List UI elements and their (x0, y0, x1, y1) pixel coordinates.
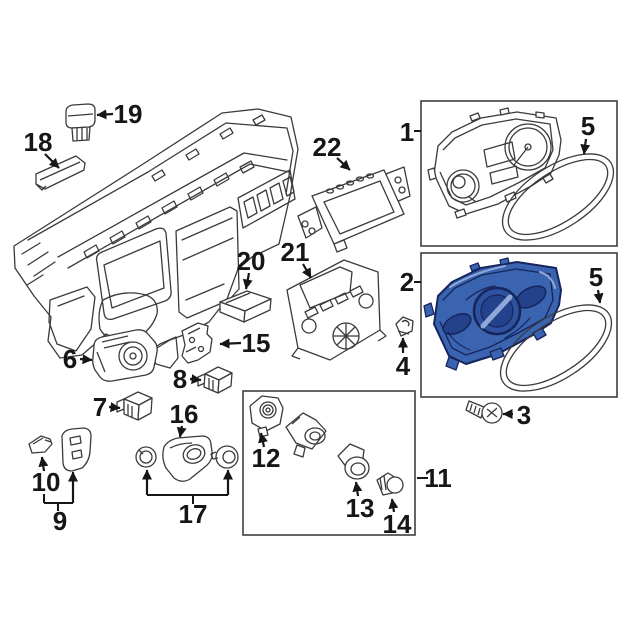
callout-9-9: 9 (43, 471, 78, 536)
callout-12-12: 12 (252, 432, 281, 473)
callout-8-8: 8 (173, 364, 202, 394)
part-number-label: 15 (242, 328, 271, 358)
callout-arrow (301, 263, 312, 279)
callout-17-17: 17 (142, 469, 233, 529)
callout-21-21: 21 (281, 237, 312, 279)
part-number-label: 19 (114, 99, 143, 129)
part-19-sensor (65, 103, 96, 142)
group-box-2 (420, 252, 618, 398)
part-number-label: 2 (400, 267, 414, 297)
callout-10-10: 10 (32, 456, 61, 497)
part-12-ignition-switch (249, 395, 327, 458)
callout-11-11: 11 (417, 463, 452, 493)
part-number-label: 1 (400, 117, 414, 147)
callout-19-19: 19 (96, 99, 143, 129)
callout-20-20: 20 (237, 246, 266, 290)
part-number-label: 18 (24, 127, 53, 157)
dashboard-illustration (13, 108, 299, 369)
callout-7-7: 7 (93, 392, 121, 422)
part-number-label: 13 (346, 493, 375, 523)
part-4-clip (395, 316, 414, 337)
group-boxes (242, 100, 618, 536)
part-number-label: 20 (237, 246, 266, 276)
callout-arrow (79, 354, 93, 365)
callout-6-6: 6 (63, 344, 93, 374)
part-5-lens-lower (499, 304, 613, 392)
callout-arrow (593, 289, 604, 304)
part-9-finish-panel (61, 427, 92, 472)
callout-16-16: 16 (170, 399, 199, 438)
callout-5-4: 5 (580, 111, 595, 155)
part-10-cover-piece (28, 435, 53, 454)
part-number-label: 9 (53, 506, 67, 536)
part-6-headlamp-switch (92, 329, 158, 382)
callout-18-18: 18 (24, 127, 60, 169)
callout-arrow (176, 425, 187, 438)
callout-arrow (388, 498, 399, 513)
callout-arrow (580, 138, 591, 155)
callout-arrow (219, 338, 242, 349)
part-20-module (219, 290, 272, 323)
part-17-rings (135, 445, 239, 469)
part-number-label: 4 (396, 351, 411, 381)
callout-3-2: 3 (502, 400, 531, 430)
callout-arrow (96, 109, 114, 120)
part-3-screw (465, 400, 503, 424)
group-box-11 (242, 390, 416, 536)
callout-13-13: 13 (346, 481, 375, 523)
part-number-label: 11 (424, 463, 452, 493)
callout-4-3: 4 (396, 337, 411, 381)
callout-22-22: 22 (313, 132, 351, 171)
part-18-trim-strip (35, 155, 86, 191)
part-number-label: 14 (383, 509, 412, 539)
part-number-label: 6 (63, 344, 77, 374)
part-14-knob (376, 472, 404, 496)
part-number-label: 5 (581, 111, 595, 141)
part-number-label: 8 (173, 364, 187, 394)
part-1-instrument-cluster (427, 107, 562, 219)
callout-5-5: 5 (589, 262, 604, 304)
part-number-label: 7 (93, 392, 107, 422)
part-number-label: 5 (589, 262, 603, 292)
part-15-bracket (181, 322, 213, 364)
callout-arrow (258, 432, 268, 448)
callout-arrow (108, 402, 121, 413)
part-number-label: 12 (252, 443, 281, 473)
part-21-climate-control-panel (286, 259, 387, 361)
callout-arrow (189, 374, 202, 385)
part-5-lens-upper (501, 153, 615, 241)
callout-15-15: 15 (219, 328, 271, 358)
part-number-label: 16 (170, 399, 199, 429)
callout-arrow (38, 456, 49, 472)
callout-14-14: 14 (383, 498, 412, 539)
callout-1-0: 1 (400, 117, 421, 147)
group-box-1 (420, 100, 618, 247)
part-number-label: 3 (517, 400, 531, 430)
part-number-label: 21 (281, 237, 310, 267)
part-2-instrument-cluster-highlighted (423, 257, 562, 371)
part-7-switch (116, 391, 153, 421)
part-13-switch-cylinder (337, 443, 370, 480)
part-16-column-cover (162, 435, 213, 482)
part-number-label: 17 (179, 499, 208, 529)
callout-arrow (44, 153, 60, 169)
callout-arrow (242, 272, 253, 290)
part-22-display-unit (297, 166, 411, 253)
callout-arrow (336, 157, 351, 171)
callout-arrow (352, 481, 363, 497)
part-8-switch (197, 366, 233, 394)
callout-2-1: 2 (400, 267, 421, 297)
part-number-label: 10 (32, 467, 61, 497)
part-number-label: 22 (313, 132, 342, 162)
